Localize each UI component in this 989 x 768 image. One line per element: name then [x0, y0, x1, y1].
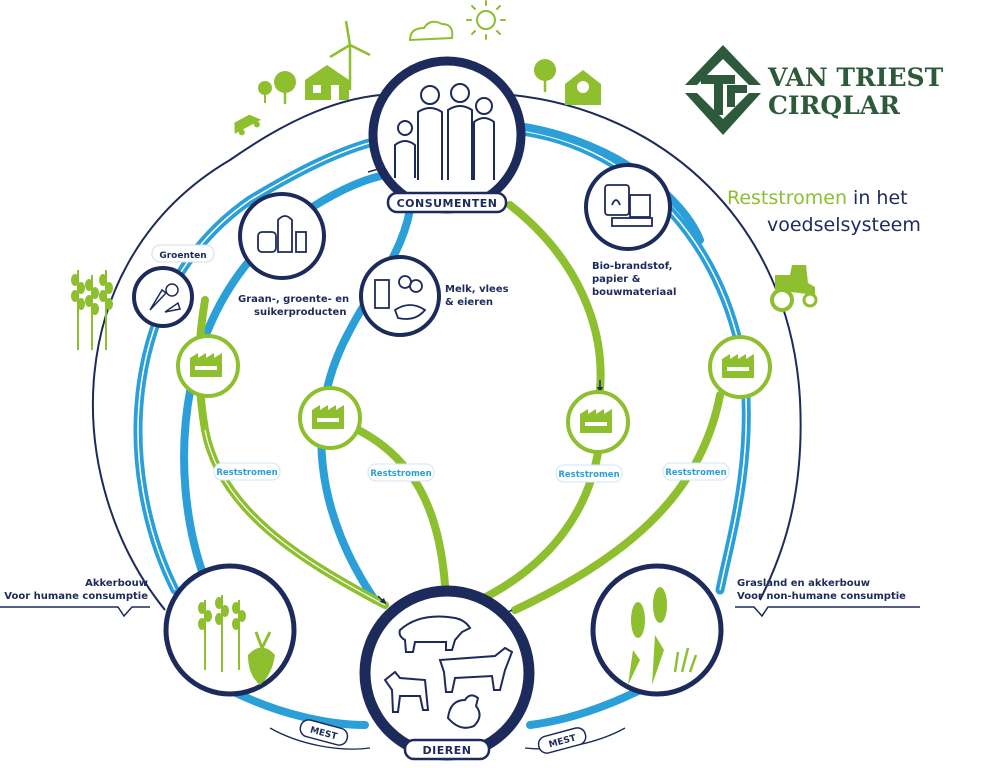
outer-ring-right [511, 94, 802, 601]
blue-ring-inner-left [180, 171, 389, 584]
grain-plants-icon [198, 595, 246, 672]
van-triest-logo-mark [685, 45, 761, 135]
arable-node [163, 563, 297, 697]
cloud-icon [408, 20, 454, 42]
stream-pill-2: Reststromen [367, 463, 435, 482]
biofuel-label-line3: bouwmateriaal [592, 287, 676, 298]
factory-icon [580, 409, 612, 433]
green-loop-center [331, 416, 449, 589]
grass-label-line2: Voor non-humane consumptie [737, 591, 906, 602]
biofuel-node [584, 163, 672, 251]
dairy-node [359, 255, 441, 337]
factory-icon [312, 405, 344, 429]
stream-label: Reststromen [216, 468, 277, 478]
sun-icon [466, 0, 506, 40]
factory-icon [190, 353, 222, 377]
factory-node-right [708, 335, 772, 399]
chicken-icon [446, 694, 481, 729]
factory-node-left [176, 334, 240, 398]
stream-label: Reststromen [665, 468, 726, 478]
green-loop-left-thin-line [204, 429, 386, 606]
barn-icon [565, 70, 601, 105]
vegetables-label: Groenten [159, 251, 206, 261]
headline-highlight: Reststromen [727, 187, 847, 209]
arable-label-line1: Akkerbouw [85, 578, 148, 589]
dairy-label-line2: & eieren [445, 297, 493, 308]
house-icon [305, 65, 349, 100]
headline-line1: Reststromen in het [727, 187, 908, 209]
corn-icon [628, 587, 667, 685]
headline-rest: in het [847, 187, 908, 209]
factory-icon [722, 354, 754, 378]
mest-pill-right: MEST [537, 727, 587, 754]
wheat-field-icon [71, 270, 113, 350]
wind-turbine-icon [329, 20, 371, 90]
consumers-label: CONSUMENTEN [397, 197, 498, 210]
tree-icon-small [258, 81, 272, 103]
carrot-icon [149, 283, 181, 313]
logo-line1: VAN TRIEST [767, 63, 944, 92]
mest-arrow-left [269, 727, 371, 750]
factory-node-right-mid [566, 390, 630, 454]
grass-callout-line [735, 606, 920, 618]
headline-line2: voedselsysteem [767, 214, 921, 236]
animals-label: DIEREN [423, 744, 472, 757]
goat-icon [383, 670, 430, 713]
car-icon [234, 114, 262, 136]
grain-products-label-line1: Graan-, groente- en [238, 294, 349, 305]
vegetables-node [132, 266, 194, 328]
logo-line2: CIRQLAR [768, 91, 900, 120]
green-loop-consumer-down [506, 201, 605, 394]
blue-bottom-left [226, 686, 369, 729]
blue-bottom-right [526, 686, 644, 729]
tree-icon-left [274, 71, 296, 104]
cow-icon [438, 646, 514, 693]
outer-ring-left [91, 94, 381, 611]
animals-node: DIEREN [359, 585, 535, 761]
biofuel-icon [604, 184, 653, 227]
green-loop-right-outer [511, 391, 724, 614]
grain-products-node [238, 192, 326, 280]
mest-pill-left: MEST [299, 719, 349, 746]
stream-pill-4: Reststromen [662, 462, 730, 481]
bread-icon [257, 215, 307, 253]
consumers-node: CONSUMENTEN [368, 56, 526, 214]
milk-meat-icon [374, 275, 427, 320]
grass-icon [673, 647, 698, 673]
biofuel-label-line2: papier & [592, 274, 641, 285]
dairy-label-line1: Melk, vlees [445, 284, 509, 295]
biofuel-label-line1: Bio-brandstof, [592, 261, 672, 272]
grain-products-label-line2: suikerproducten [254, 307, 346, 318]
family-icon [394, 83, 495, 180]
stream-pill-3: Reststromen [555, 464, 623, 483]
factory-node-center [298, 386, 362, 450]
stream-label: Reststromen [370, 469, 431, 479]
grass-node [590, 563, 724, 697]
stream-label: Reststromen [558, 470, 619, 480]
beet-icon [248, 631, 275, 685]
tree-icon-right [534, 59, 556, 92]
arable-label-line2: Voor humane consumptie [4, 591, 148, 602]
arable-callout-line [0, 606, 150, 618]
stream-pill-1: Reststromen [213, 462, 281, 481]
grass-label-line1: Grasland en akkerbouw [737, 578, 870, 589]
vegetables-pill: Groenten [151, 244, 215, 263]
tractor-icon [770, 265, 818, 312]
pig-icon [398, 615, 472, 653]
